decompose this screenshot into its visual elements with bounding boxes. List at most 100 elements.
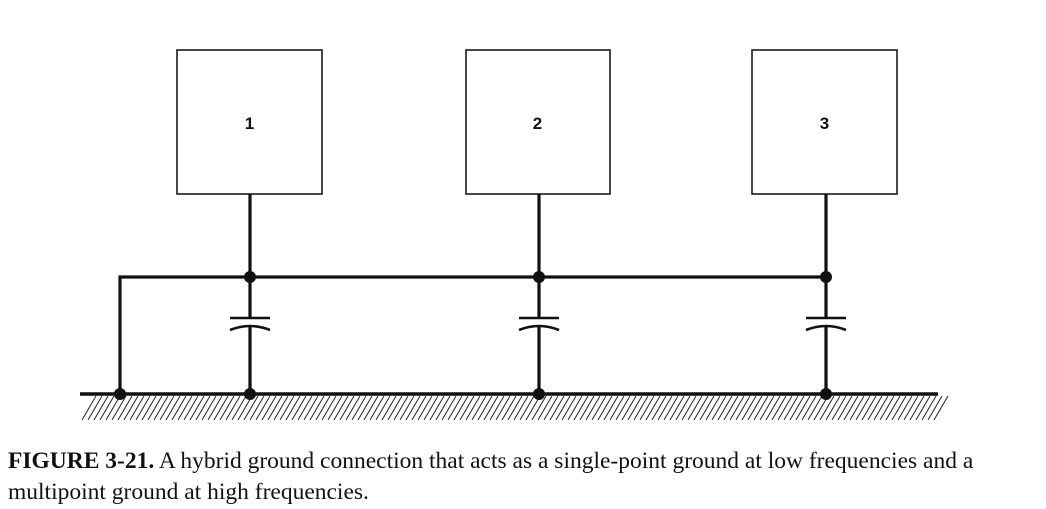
hatch-line (501, 395, 517, 421)
hatch-line (867, 395, 883, 421)
hatch-line (429, 395, 445, 421)
hatch-line (591, 395, 607, 421)
hatch-line (387, 395, 403, 421)
hatch-line (363, 395, 379, 421)
hatch-line (237, 395, 253, 421)
figure-number: FIGURE 3-21. (8, 448, 155, 474)
hatch-line (879, 395, 895, 421)
hatch-line (273, 395, 289, 421)
hatch-line (351, 395, 367, 421)
hatch-line (141, 395, 157, 421)
hatch-line (261, 395, 277, 421)
hatch-line (471, 395, 487, 421)
hatch-line (447, 395, 463, 421)
hatch-line (831, 395, 847, 421)
hatch-line (381, 395, 397, 421)
hatch-line (219, 395, 235, 421)
hatch-line (795, 395, 811, 421)
junction-dot (244, 271, 256, 283)
hatch-line (249, 395, 265, 421)
hatch-line (177, 395, 193, 421)
hatch-line (369, 395, 385, 421)
ground-dot (244, 388, 256, 400)
hatch-line (279, 395, 295, 421)
hatch-line (597, 395, 613, 421)
hatch-line (297, 395, 313, 421)
unit-label-2: 2 (533, 114, 542, 133)
hatch-line (897, 395, 913, 421)
hatch-line (285, 395, 301, 421)
hatch-line (675, 395, 691, 421)
hatch-line (615, 395, 631, 421)
hatch-line (435, 395, 451, 421)
hatch-line (633, 395, 649, 421)
hatch-line (627, 395, 643, 421)
bus-ground-dot (114, 388, 126, 400)
hatch-line (201, 395, 217, 421)
hatch-line (543, 395, 559, 421)
hatch-line (825, 395, 841, 421)
hatch-line (513, 395, 529, 421)
hatch-line (117, 395, 133, 421)
hatch-line (771, 395, 787, 421)
hatch-line (195, 395, 211, 421)
hatch-line (921, 395, 937, 421)
hatch-line (255, 395, 271, 421)
hatch-line (303, 395, 319, 421)
hatch-line (813, 395, 829, 421)
hatch-line (849, 395, 865, 421)
hatch-line (807, 395, 823, 421)
hatch-line (489, 395, 505, 421)
hatch-line (729, 395, 745, 421)
hatch-line (333, 395, 349, 421)
hatch-line (555, 395, 571, 421)
unit-2-assembly: 2 (465, 49, 611, 400)
hatch-line (843, 395, 859, 421)
hatch-line (147, 395, 163, 421)
hatch-line (705, 395, 721, 421)
hatch-line (933, 395, 949, 421)
hatch-line (417, 395, 433, 421)
hatch-line (213, 395, 229, 421)
hatch-line (861, 395, 877, 421)
ground-dot (820, 388, 832, 400)
hatch-line (723, 395, 739, 421)
hatch-line (81, 395, 97, 421)
hatch-line (927, 395, 943, 421)
hatch-line (339, 395, 355, 421)
hatch-line (183, 395, 199, 421)
hatch-line (855, 395, 871, 421)
hatch-line (111, 395, 127, 421)
unit-label-3: 3 (820, 114, 829, 133)
hatch-line (681, 395, 697, 421)
hatch-line (549, 395, 565, 421)
hatch-line (465, 395, 481, 421)
hatch-line (801, 395, 817, 421)
unit-label-1: 1 (245, 114, 254, 133)
hatch-line (189, 395, 205, 421)
hatch-line (483, 395, 499, 421)
hatch-line (165, 395, 181, 421)
hatch-line (741, 395, 757, 421)
hatch-line (291, 395, 307, 421)
hatch-line (579, 395, 595, 421)
hatch-line (105, 395, 121, 421)
hatch-line (765, 395, 781, 421)
hatch-line (639, 395, 655, 421)
hatch-line (411, 395, 427, 421)
hatch-line (651, 395, 667, 421)
caption-text: A hybrid ground connection that acts as … (8, 448, 974, 505)
hatch-line (309, 395, 325, 421)
unit-box-3 (751, 49, 898, 195)
hatch-line (777, 395, 793, 421)
hatch-line (153, 395, 169, 421)
hatch-line (207, 395, 223, 421)
hatch-line (753, 395, 769, 421)
hatch-line (609, 395, 625, 421)
junction-dot (533, 271, 545, 283)
hatch-line (129, 395, 145, 421)
hatch-line (477, 395, 493, 421)
hatch-line (405, 395, 421, 421)
hatch-line (819, 395, 835, 421)
hatch-line (459, 395, 475, 421)
